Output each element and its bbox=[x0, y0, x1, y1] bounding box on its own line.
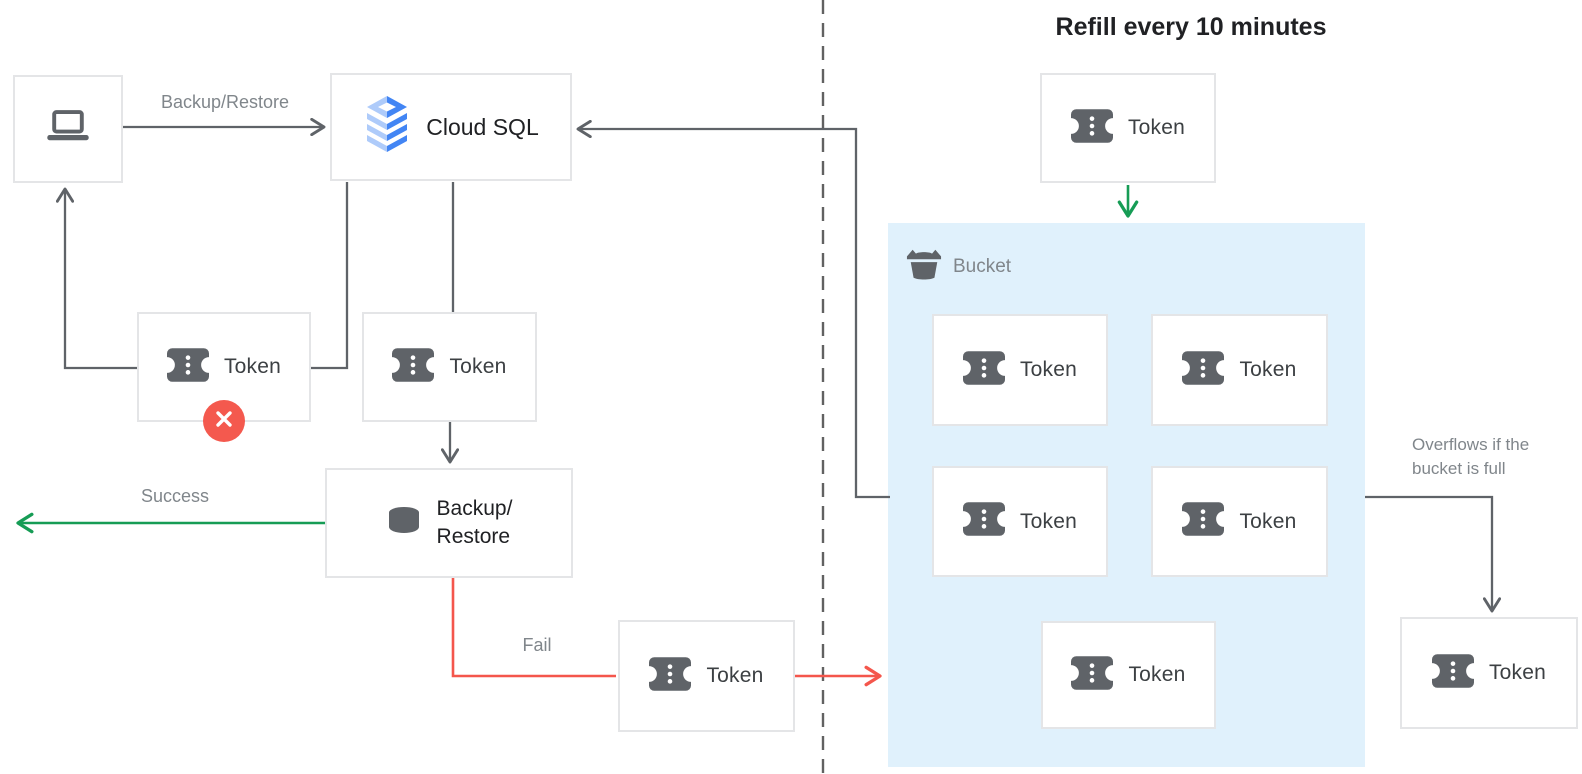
token-icon bbox=[1174, 501, 1233, 542]
x-icon bbox=[214, 409, 234, 434]
laptop-icon bbox=[45, 107, 91, 152]
token-label: Token bbox=[1127, 116, 1186, 139]
queued-token-node: Token bbox=[362, 312, 537, 422]
backup-restore-label: Backup/ Restore bbox=[436, 497, 513, 548]
overflow-arrow bbox=[1365, 495, 1502, 613]
refill-token-node: Token bbox=[1040, 73, 1216, 183]
token-label: Token bbox=[223, 355, 282, 378]
token-label: Token bbox=[449, 355, 507, 378]
backup-restore-node: Backup/ Restore bbox=[325, 468, 573, 578]
bucket-token-node: Token bbox=[932, 314, 1108, 426]
client-node bbox=[13, 75, 123, 183]
token-icon bbox=[384, 347, 443, 388]
token-icon bbox=[1063, 108, 1121, 149]
token-label: Token bbox=[1239, 509, 1297, 533]
token-icon bbox=[1424, 653, 1482, 694]
bucket-token-node: Token bbox=[1041, 621, 1216, 729]
bucket-to-cloudsql-arrow bbox=[576, 119, 890, 499]
database-icon bbox=[386, 505, 422, 542]
success-edge-label: Success bbox=[140, 486, 210, 506]
cloud-sql-icon bbox=[363, 95, 411, 159]
token-label: Token bbox=[1239, 358, 1297, 381]
failed-token-node: Token bbox=[618, 620, 795, 732]
token-icon bbox=[955, 350, 1013, 391]
diagram-title: Refill every 10 minutes bbox=[1055, 13, 1327, 41]
token-icon bbox=[1174, 350, 1233, 391]
token-label: Token bbox=[1488, 661, 1547, 684]
rejected-to-cloudsql-line bbox=[311, 182, 349, 370]
token-label: Token bbox=[1019, 358, 1078, 381]
token-label: Token bbox=[1128, 663, 1186, 686]
token-icon bbox=[955, 501, 1013, 542]
token-label: Token bbox=[1019, 509, 1078, 533]
token-icon bbox=[641, 656, 700, 697]
rejected-x-badge bbox=[203, 400, 245, 442]
bucket-token-node: Token bbox=[1151, 314, 1328, 426]
fail-edge-label: Fail bbox=[522, 635, 552, 655]
token-label: Token bbox=[706, 664, 764, 687]
overflow-edge-label: Overflows if the bucket is full bbox=[1412, 435, 1530, 478]
bucket-label: Bucket bbox=[953, 255, 1012, 277]
token-icon bbox=[1063, 655, 1122, 696]
rejected-to-client-arrow bbox=[55, 187, 137, 370]
cloud-sql-node: Cloud SQL bbox=[330, 73, 572, 181]
fail-line bbox=[451, 578, 616, 678]
token-icon bbox=[159, 347, 217, 388]
overflow-token-node: Token bbox=[1400, 617, 1578, 729]
request-edge-label: Backup/Restore bbox=[160, 92, 290, 112]
bucket-icon bbox=[906, 246, 942, 287]
bucket-token-node: Token bbox=[932, 466, 1108, 577]
bucket-header: Bucket bbox=[906, 246, 1011, 287]
cloud-sql-label: Cloud SQL bbox=[426, 113, 539, 140]
bucket-token-node: Token bbox=[1151, 466, 1328, 577]
